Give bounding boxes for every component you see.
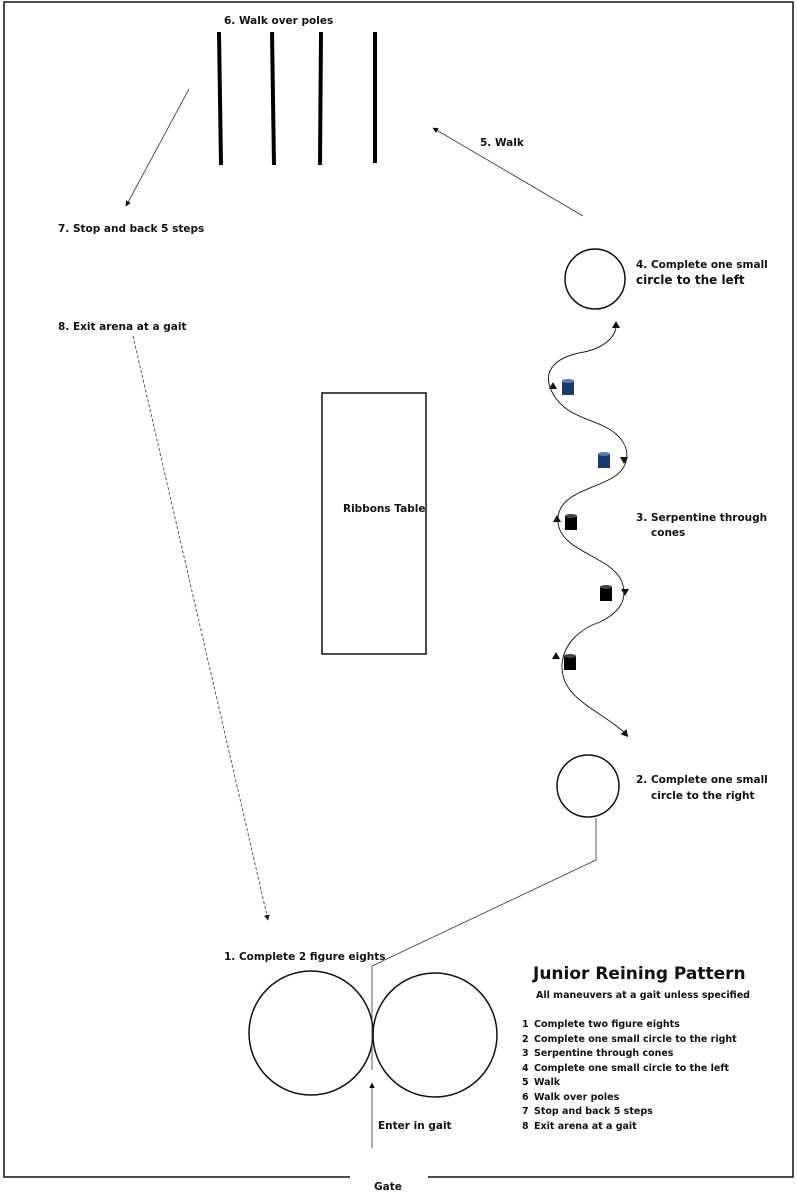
cone xyxy=(562,379,574,395)
label-step4-line1: 4. Complete one small xyxy=(636,259,768,271)
pole xyxy=(318,31,323,166)
pattern-title: Junior Reining Pattern xyxy=(533,964,746,984)
cone xyxy=(565,514,577,530)
label-step6: 6. Walk over poles xyxy=(224,15,334,27)
small-circle-left xyxy=(564,248,626,310)
label-step2-line2: circle to the right xyxy=(651,790,755,802)
ribbons-table xyxy=(321,392,427,655)
label-step8: 8. Exit arena at a gait xyxy=(58,321,187,333)
ribbons-table-label: Ribbons Table xyxy=(343,503,426,515)
stop-arrow xyxy=(125,88,190,207)
walk-over-poles xyxy=(217,31,377,166)
small-circle-right xyxy=(556,754,620,818)
pole xyxy=(217,31,223,166)
arena-wall xyxy=(3,1,794,1178)
label-step2-line1: 2. Complete one small xyxy=(636,774,768,786)
figure-eight xyxy=(248,970,498,1098)
label-step5: 5. Walk xyxy=(480,137,524,149)
label-step4-line2: circle to the left xyxy=(636,273,745,287)
label-step3-line2: cones xyxy=(651,527,686,539)
pattern-subtitle: All maneuvers at a gait unless specified xyxy=(536,990,750,1001)
cone xyxy=(598,452,610,468)
label-gate: Gate xyxy=(374,1181,402,1193)
exit-arrow xyxy=(132,335,270,921)
cone xyxy=(564,654,576,670)
label-step3-line1: 3. Serpentine through xyxy=(636,512,768,524)
serpentine-path xyxy=(547,321,629,737)
cone xyxy=(600,585,612,601)
cones xyxy=(562,379,612,670)
line-circle-to-eight xyxy=(371,818,597,1070)
walk-arrow xyxy=(432,127,584,217)
label-step1: 1. Complete 2 figure eights xyxy=(224,951,386,963)
serpentine-arrows xyxy=(549,321,629,737)
label-step7: 7. Stop and back 5 steps xyxy=(58,223,205,235)
pole xyxy=(270,31,276,166)
route-lines xyxy=(125,88,597,1148)
label-enter: Enter in gait xyxy=(378,1120,452,1132)
